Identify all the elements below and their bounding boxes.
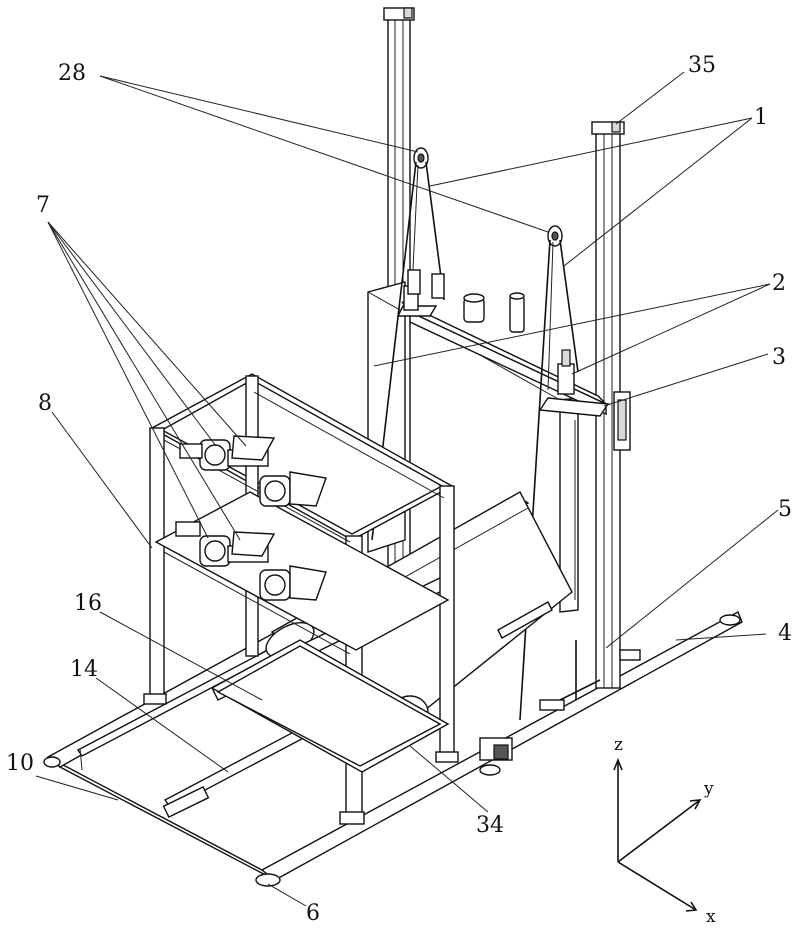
coordinate-axes: z y x [614,735,716,927]
label-4: 4 [778,621,792,646]
label-5: 5 [778,497,792,522]
axis-label-y: y [703,779,714,799]
label-8: 8 [38,391,52,416]
label-34: 34 [476,813,504,838]
label-2: 2 [772,271,786,296]
axis-label-x: x [706,907,716,927]
label-16: 16 [74,591,102,616]
label-10: 10 [6,751,34,776]
label-14: 14 [70,657,98,682]
label-3: 3 [772,345,786,370]
label-1: 1 [754,105,768,130]
label-35: 35 [688,53,716,78]
label-6: 6 [306,901,320,926]
axis-label-z: z [614,735,623,755]
label-28: 28 [58,61,86,86]
label-7: 7 [36,193,50,218]
cross-beam [398,286,608,416]
